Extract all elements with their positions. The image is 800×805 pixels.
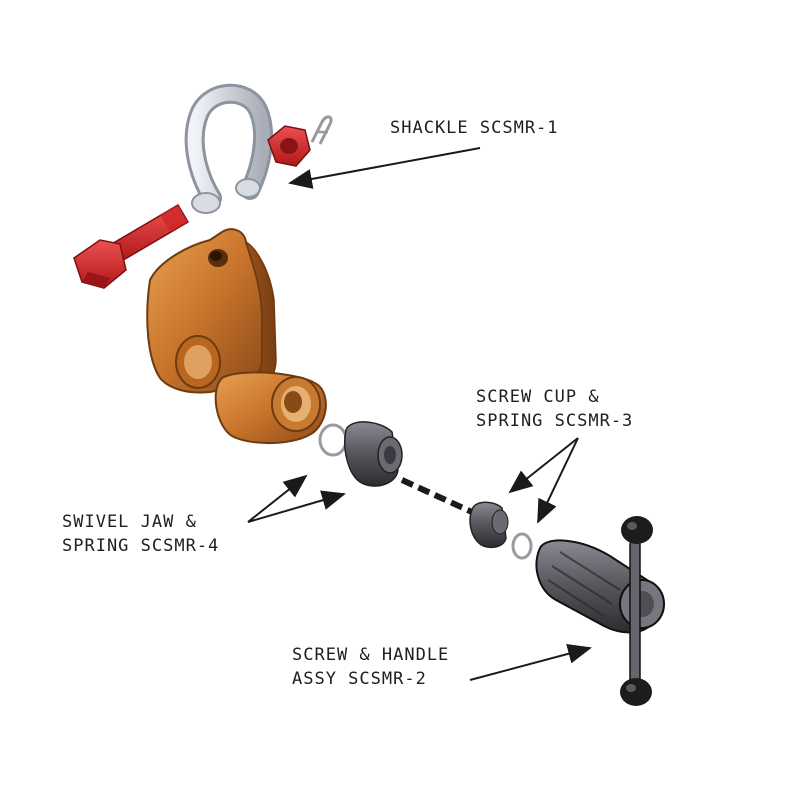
cotter-pin-part xyxy=(310,115,333,145)
assembly-axis-line xyxy=(400,477,474,515)
callout-screw-handle-line1: SCREW & HANDLE xyxy=(292,645,450,665)
screw-cup-leader-a xyxy=(508,437,579,494)
callout-swivel-jaw-line1: SWIVEL JAW & xyxy=(62,512,197,532)
screw-cup-leader-b xyxy=(537,437,579,524)
callout-screw-cup-line2: SPRING SCSMR-3 xyxy=(476,411,634,431)
screw-cup-part xyxy=(469,501,509,549)
callout-swivel-jaw-line2: SPRING SCSMR-4 xyxy=(62,536,220,556)
callout-shackle: SHACKLE SCSMR-1 xyxy=(390,116,559,140)
callout-screw-cup: SCREW CUP & SPRING SCSMR-3 xyxy=(476,385,633,433)
callout-screw-handle-line2: ASSY SCSMR-2 xyxy=(292,669,427,689)
callout-shackle-line1: SHACKLE SCSMR-1 xyxy=(390,118,559,138)
swivel-leader-a xyxy=(247,474,308,523)
screw-cup-spring-ring xyxy=(511,532,533,560)
bolt-part xyxy=(73,203,190,289)
swivel-spring-ring xyxy=(318,423,348,457)
clamp-body-part xyxy=(146,228,327,444)
screw-handle-part xyxy=(535,516,665,706)
swivel-jaw-part xyxy=(344,421,403,487)
shackle-leader xyxy=(288,147,481,189)
shackle-part xyxy=(184,83,273,214)
callout-swivel-jaw: SWIVEL JAW & SPRING SCSMR-4 xyxy=(62,510,219,558)
callout-screw-handle: SCREW & HANDLE ASSY SCSMR-2 xyxy=(292,643,449,691)
screw-handle-leader xyxy=(469,644,592,681)
swivel-leader-b xyxy=(247,490,346,523)
nut-part xyxy=(267,125,311,167)
leader-lines xyxy=(247,147,592,681)
callout-screw-cup-line1: SCREW CUP & xyxy=(476,387,600,407)
